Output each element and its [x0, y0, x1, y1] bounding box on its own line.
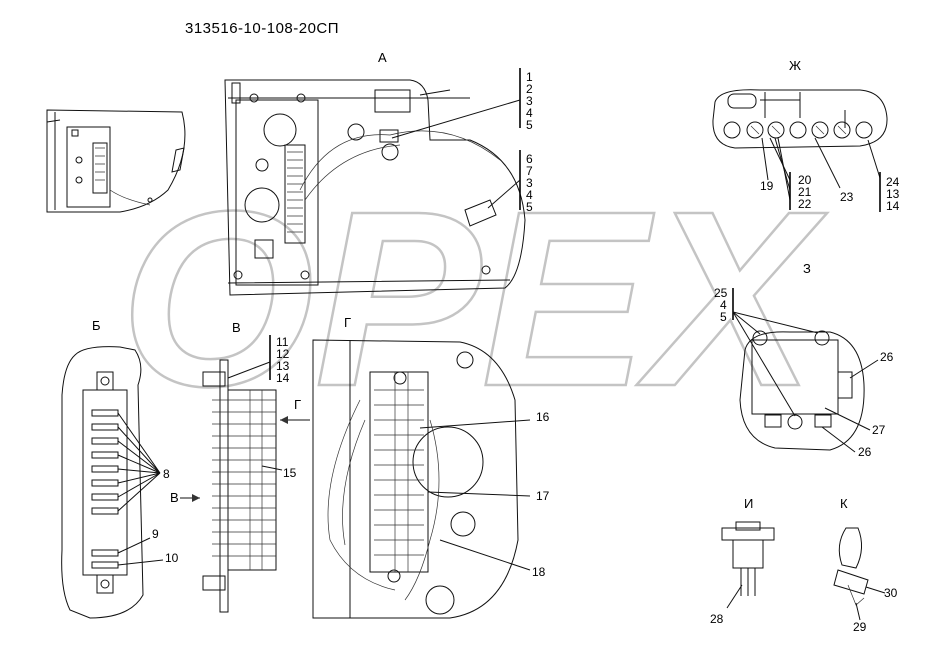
callout-11: 11 [276, 335, 289, 349]
callout-24: 24 [886, 175, 900, 189]
arrow-g-label: Г [294, 397, 301, 412]
callout-23: 23 [840, 190, 854, 204]
callout-21: 21 [798, 185, 812, 199]
isometric-detail [46, 109, 186, 213]
callout-22: 22 [798, 197, 812, 211]
view-b: Б 8 9 10 В [61, 318, 200, 619]
callout-15: 15 [283, 466, 297, 480]
view-i-label: И [744, 496, 753, 511]
callout-3: 3 [526, 94, 533, 108]
callout-1: 1 [526, 70, 533, 84]
callout-18: 18 [532, 565, 546, 579]
callout-4b: 4 [526, 188, 533, 202]
callout-6: 6 [526, 152, 533, 166]
callout-8: 8 [163, 467, 170, 481]
callout-10: 10 [165, 551, 179, 565]
callout-4c: 4 [720, 298, 727, 312]
view-a-label: А [378, 50, 387, 65]
view-g: Г 16 17 18 [312, 315, 550, 619]
callouts-view-a: 1 2 3 4 5 6 7 3 4 5 [391, 68, 533, 214]
callout-27: 27 [872, 423, 886, 437]
view-a-panel: А [224, 50, 526, 296]
callout-20: 20 [798, 173, 812, 187]
view-zh: Ж 19 20 21 22 23 24 13 14 [712, 58, 900, 213]
drawing-code: 313516-10-108-20СП [185, 20, 339, 37]
callout-25: 25 [714, 286, 728, 300]
callout-9: 9 [152, 527, 159, 541]
callout-26a: 26 [880, 350, 894, 364]
callout-29: 29 [853, 620, 867, 634]
view-zh-label: Ж [789, 58, 801, 73]
callout-12: 12 [276, 347, 290, 361]
callout-16: 16 [536, 410, 550, 424]
callout-3b: 3 [526, 176, 533, 190]
callout-19: 19 [760, 179, 774, 193]
callout-17: 17 [536, 489, 550, 503]
view-i: И 28 [710, 496, 775, 626]
callout-14: 14 [276, 371, 290, 385]
view-k-label: К [840, 496, 848, 511]
callout-2: 2 [526, 82, 533, 96]
callout-4: 4 [526, 106, 533, 120]
callout-28: 28 [710, 612, 724, 626]
callout-26b: 26 [858, 445, 872, 459]
callout-5b: 5 [526, 200, 533, 214]
view-k: К 30 29 [833, 496, 898, 634]
callout-5c: 5 [720, 310, 727, 324]
callout-5: 5 [526, 118, 533, 132]
callout-13b: 13 [886, 187, 900, 201]
watermark: OPEX [120, 159, 828, 438]
callout-30: 30 [884, 586, 898, 600]
callout-13: 13 [276, 359, 290, 373]
arrow-v-label: В [170, 490, 179, 505]
view-z: З 25 4 5 26 27 26 [714, 261, 894, 459]
view-v-label: В [232, 320, 241, 335]
view-g-label: Г [344, 315, 351, 330]
view-b-label: Б [92, 318, 101, 333]
view-z-label: З [803, 261, 811, 276]
callout-7: 7 [526, 164, 533, 178]
callout-14b: 14 [886, 199, 900, 213]
view-v: В 11 12 13 14 15 Г [202, 320, 310, 613]
